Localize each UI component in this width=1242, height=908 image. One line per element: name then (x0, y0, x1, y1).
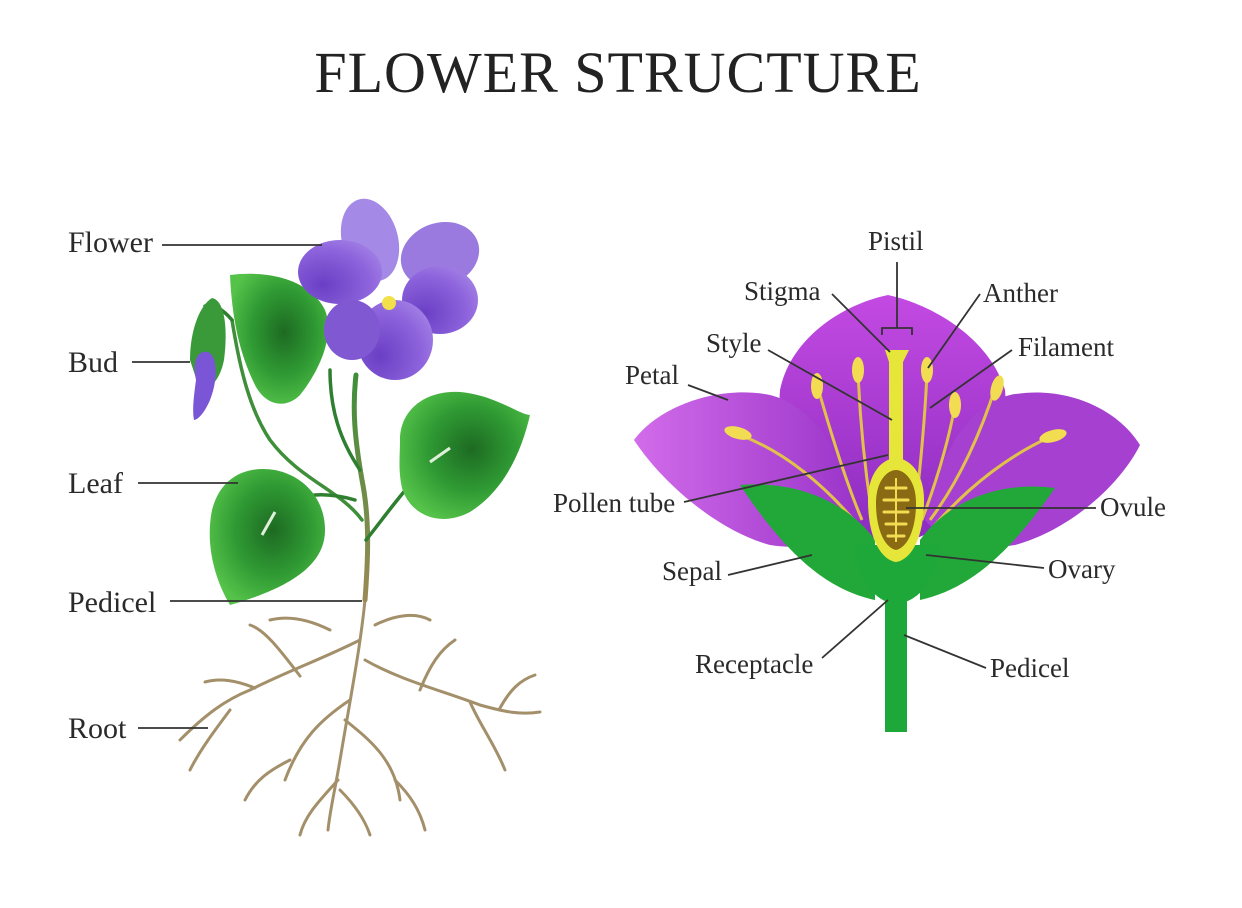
root-system (178, 598, 542, 837)
label-filament: Filament (1018, 332, 1114, 362)
label-bud: Bud (68, 346, 118, 379)
leader-filament (929, 349, 1013, 409)
right-leaf (399, 391, 530, 519)
upper-left-leaf (230, 273, 329, 404)
label-stigma: Stigma (744, 276, 821, 306)
label-flower: Flower (68, 226, 153, 259)
leader-pistil (881, 262, 913, 335)
sepals (740, 484, 1055, 600)
label-pedicel-cross: Pedicel (990, 653, 1069, 683)
anthers (724, 357, 1067, 443)
leader-petal (687, 384, 729, 401)
label-sepal: Sepal (662, 556, 722, 586)
diagram-title: FLOWER STRUCTURE (314, 40, 921, 105)
leader-stigma (831, 293, 891, 353)
violet-flower (298, 198, 480, 380)
lower-left-leaf (209, 468, 325, 605)
label-pistil: Pistil (868, 226, 924, 256)
leader-pollen-tube (683, 454, 889, 503)
leader-ovary (925, 554, 1045, 569)
leader-pedicel-cross (903, 634, 987, 669)
leader-anther (927, 293, 981, 369)
label-leaf: Leaf (68, 467, 123, 500)
label-style: Style (706, 328, 762, 358)
label-pollen-tube: Pollen tube (553, 488, 675, 518)
leader-style (767, 349, 893, 421)
label-pedicel-plant: Pedicel (68, 586, 156, 619)
pistil (868, 350, 924, 562)
leader-receptacle (821, 599, 889, 659)
label-ovary: Ovary (1048, 554, 1116, 584)
cross-pedicel-stem (885, 590, 907, 732)
label-petal: Petal (625, 360, 679, 390)
label-ovule: Ovule (1100, 492, 1166, 522)
leader-sepal (727, 554, 813, 576)
label-root: Root (68, 712, 127, 745)
flower-cross-section: Pistil Stigma Anther Style Filament Peta… (553, 226, 1166, 732)
flower-bud (190, 298, 226, 420)
whole-plant-illustration: Flower Bud Leaf Pedicel Root (68, 198, 542, 837)
label-receptacle: Receptacle (695, 649, 813, 679)
receptacle (855, 545, 940, 605)
label-anther: Anther (983, 278, 1058, 308)
